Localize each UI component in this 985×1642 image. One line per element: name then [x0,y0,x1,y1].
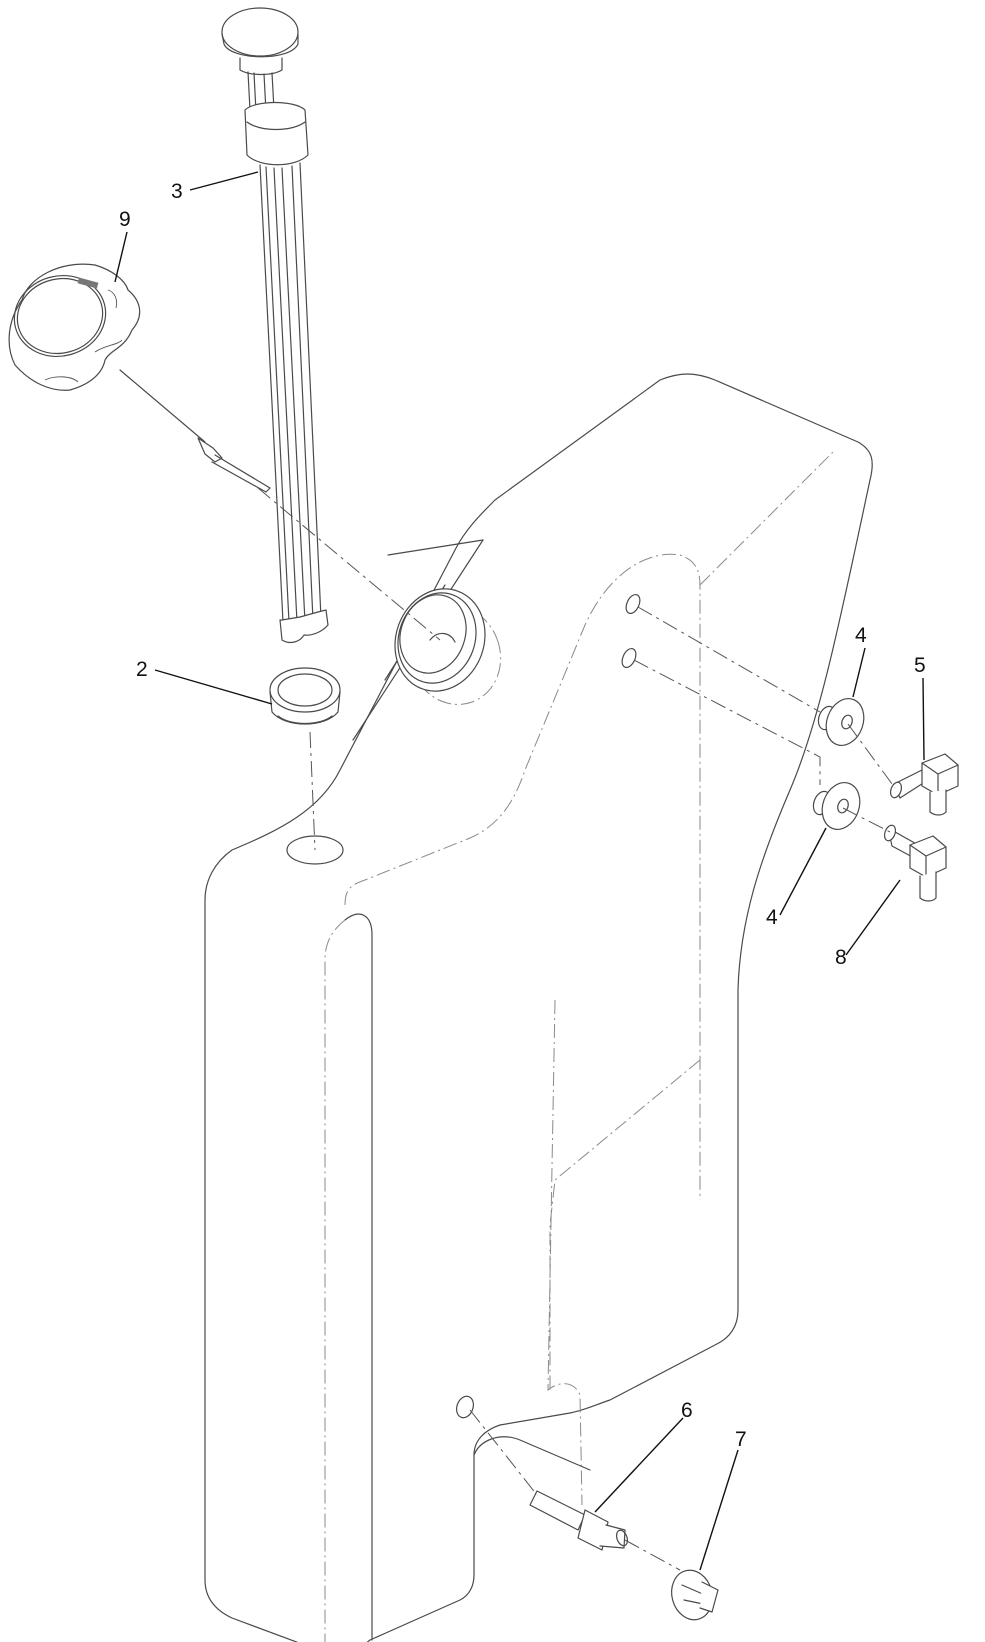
bushing-upper [817,698,865,746]
hose-clamp [671,1569,719,1621]
fuel-level-sender [221,7,329,644]
callout-4-upper: 4 [855,624,867,647]
elbow-fitting-lower [883,824,947,902]
callout-3: 3 [171,180,183,203]
callout-8: 8 [835,946,847,969]
elbow-fitting-upper [889,753,959,816]
callout-5: 5 [914,654,926,677]
callout-leaders [114,171,925,1571]
hose-barb-fitting [529,1490,629,1551]
grommet [269,667,341,725]
callout-7: 7 [735,1428,747,1451]
bushing-lower [812,782,861,830]
callout-4-lower: 4 [766,906,778,929]
callout-6: 6 [681,1399,693,1422]
fuel-cap [8,263,271,493]
callout-2: 2 [136,658,148,681]
fuel-tank [204,373,873,1642]
callout-9: 9 [119,208,131,231]
